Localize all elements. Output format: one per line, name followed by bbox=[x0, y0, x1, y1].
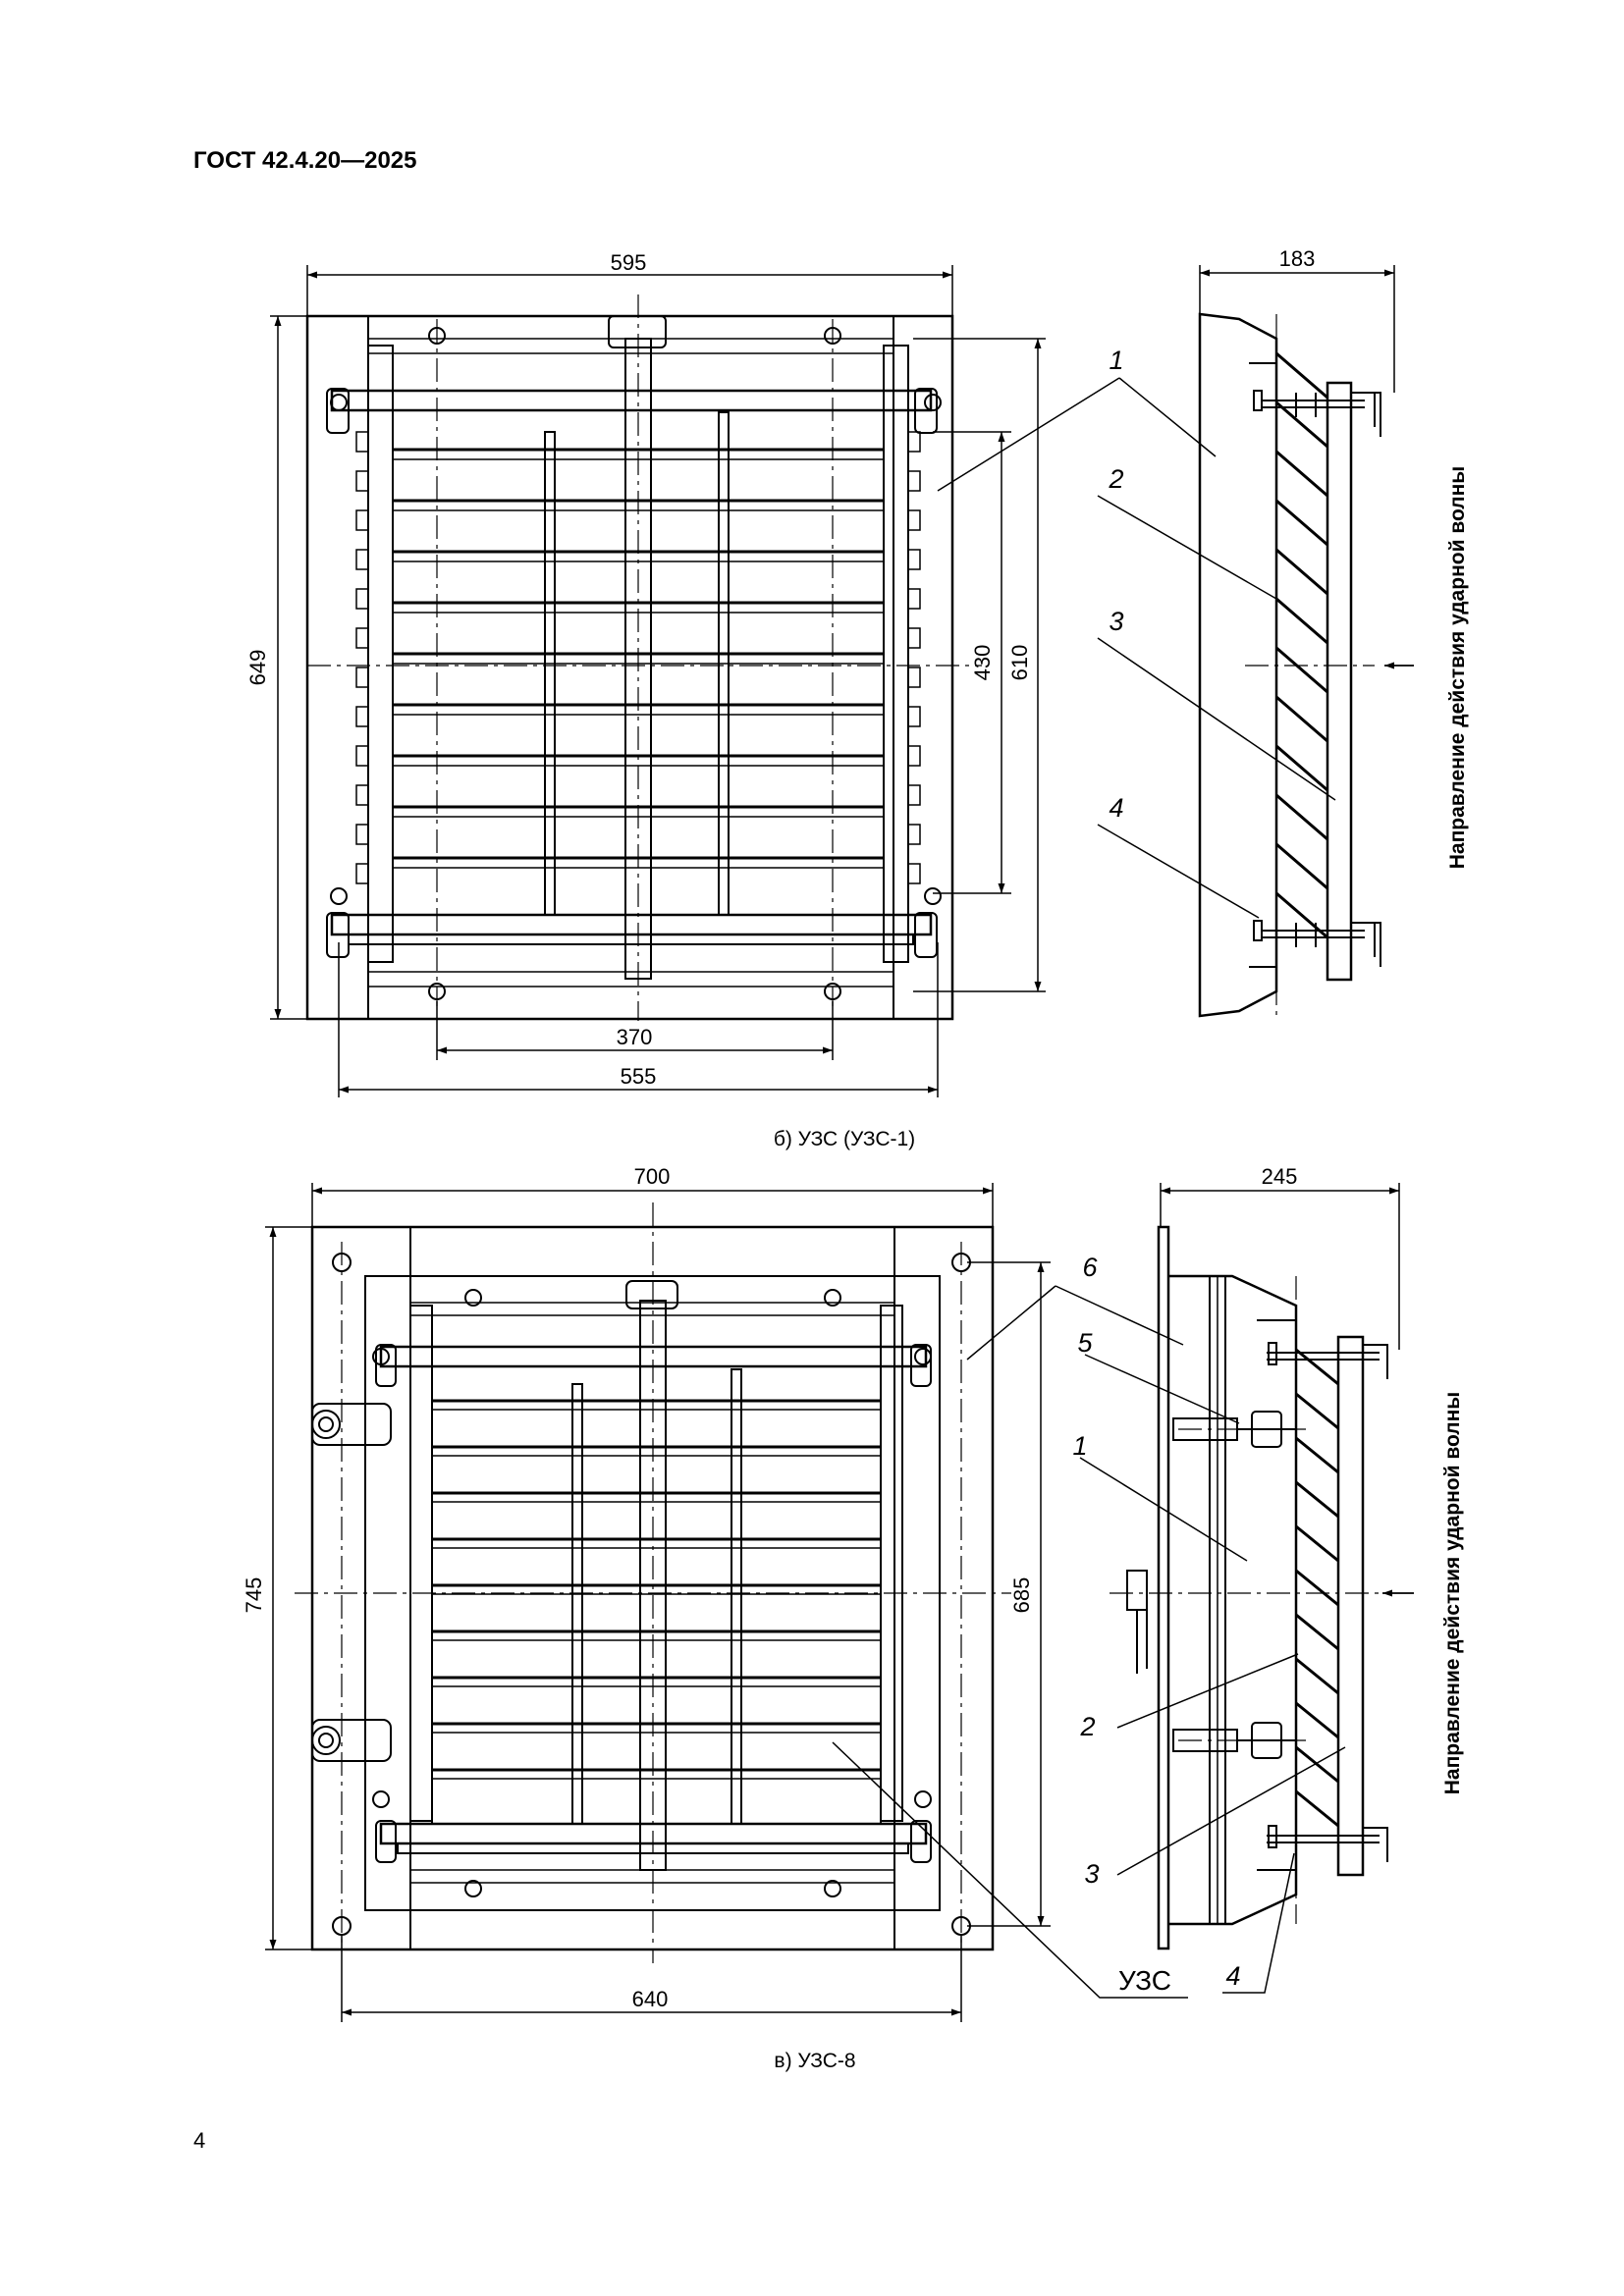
figure-v-side-view bbox=[1055, 1225, 1414, 1994]
figure-b-side-dimensions bbox=[1199, 265, 1395, 393]
figure-b-side-view bbox=[1097, 312, 1414, 1018]
dim-700: 700 bbox=[634, 1164, 671, 1189]
dim-649: 649 bbox=[245, 650, 270, 686]
figure-b-caption: б) УЗС (УЗС-1) bbox=[774, 1128, 915, 1150]
figure-v-side-dimensions bbox=[1160, 1183, 1400, 1350]
part-label-2b: 2 bbox=[1079, 1712, 1095, 1741]
dim-595: 595 bbox=[611, 250, 647, 275]
figure-v-caption: в) УЗС-8 bbox=[774, 2050, 855, 2072]
figure-v-front-dimensions bbox=[265, 1183, 1051, 2022]
figure-v-front-view bbox=[295, 1202, 1188, 1999]
leader-line bbox=[937, 377, 1120, 492]
dim-370: 370 bbox=[617, 1025, 653, 1049]
dim-430: 430 bbox=[970, 645, 995, 681]
dim-640: 640 bbox=[632, 1987, 669, 2011]
part-label-3b: 3 bbox=[1084, 1859, 1099, 1889]
part-label-4: 4 bbox=[1109, 793, 1123, 823]
shock-wave-direction-label: Направление действия ударной волны bbox=[1446, 466, 1469, 869]
dim-183: 183 bbox=[1279, 246, 1316, 271]
part-label-1: 1 bbox=[1109, 346, 1123, 375]
dim-245: 245 bbox=[1262, 1164, 1298, 1189]
dim-685: 685 bbox=[1009, 1577, 1034, 1614]
uzs-label: УЗС bbox=[1118, 1965, 1171, 1996]
shock-wave-direction-label-2: Направление действия ударной волны bbox=[1441, 1392, 1464, 1794]
figure-b-front-view bbox=[305, 294, 982, 1021]
part-label-5: 5 bbox=[1077, 1328, 1093, 1358]
figure-b-front-dimensions bbox=[270, 265, 1046, 1097]
document-header: ГОСТ 42.4.20—2025 bbox=[193, 147, 417, 174]
part-label-1b: 1 bbox=[1072, 1431, 1087, 1461]
dim-555: 555 bbox=[621, 1064, 657, 1089]
part-label-4b: 4 bbox=[1225, 1961, 1240, 1991]
dim-745: 745 bbox=[242, 1577, 266, 1614]
part-label-3: 3 bbox=[1109, 607, 1123, 636]
page-number: 4 bbox=[193, 2128, 206, 2153]
part-label-6: 6 bbox=[1082, 1253, 1098, 1282]
dim-610: 610 bbox=[1007, 645, 1032, 681]
part-label-2: 2 bbox=[1108, 464, 1123, 494]
